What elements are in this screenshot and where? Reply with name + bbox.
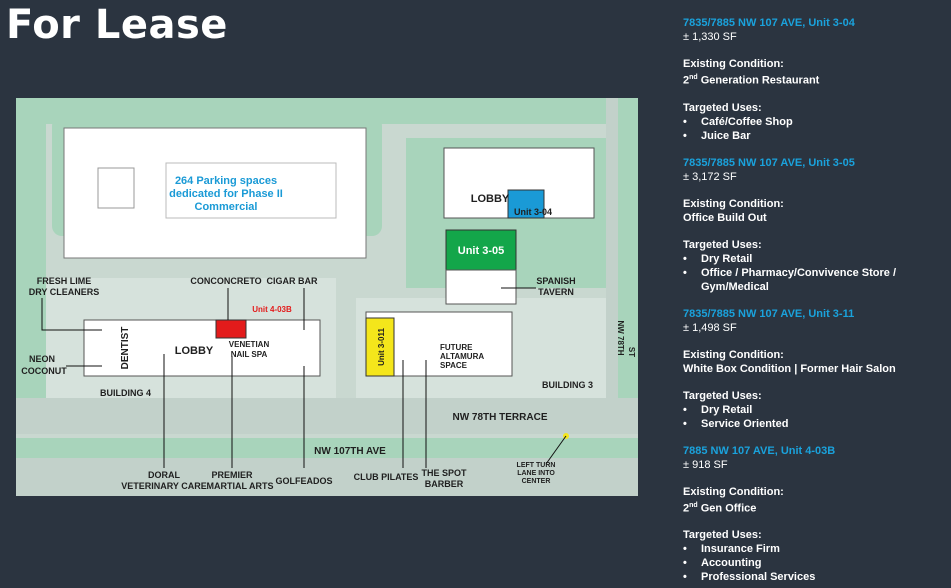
neon-1: NEON [29, 354, 55, 364]
neon-2: COCONUT [21, 366, 67, 376]
page-title: For Lease [6, 2, 228, 48]
listing-address: 7835/7885 NW 107 AVE, Unit 3-05 [683, 156, 855, 169]
listing-sf: ± 1,498 SF [683, 321, 737, 334]
lobby-bottom-label: LOBBY [175, 345, 214, 357]
uses-heading: Targeted Uses: [683, 101, 762, 114]
use-item: Café/Coffee Shop [683, 115, 945, 129]
unit-4-03b-label: Unit 4-03B [252, 305, 292, 314]
condition-heading: Existing Condition: [683, 485, 784, 498]
unit-3-05-label: Unit 3-05 [458, 245, 504, 257]
listing-3-05: 7835/7885 NW 107 AVE, Unit 3-05 ± 3,172 … [683, 156, 945, 294]
listing-panel: 7835/7885 NW 107 AVE, Unit 3-04 ± 1,330 … [683, 16, 945, 584]
listing-address: 7835/7885 NW 107 AVE, Unit 3-04 [683, 17, 855, 29]
uses-heading: Targeted Uses: [683, 529, 762, 542]
use-item: Office / Pharmacy/Convivence Store / Gym… [683, 266, 945, 294]
spot-1: THE SPOT [421, 468, 467, 478]
uses-heading: Targeted Uses: [683, 389, 762, 402]
use-item: Dry Retail [683, 252, 945, 266]
grass-left [16, 98, 46, 398]
left-turn-1: LEFT TURN [517, 462, 556, 469]
future-1: FUTURE [440, 343, 473, 352]
unit-3-04[interactable] [507, 189, 545, 219]
premier-2: MARTIAL ARTS [207, 481, 274, 491]
premier-1: PREMIER [211, 470, 253, 480]
cigar-bar-label: CIGAR BAR [267, 276, 318, 286]
parking-label-2: dedicated for Phase II [169, 188, 283, 200]
median [16, 438, 638, 458]
condition-value: 2nd Generation Restaurant [683, 74, 820, 87]
building-3-label: BUILDING 3 [542, 380, 593, 390]
condition-heading: Existing Condition: [683, 348, 784, 361]
golfeados-label: GOLFEADOS [275, 476, 332, 486]
venetian-2: NAIL SPA [231, 350, 268, 359]
listing-sf: ± 3,172 SF [683, 170, 737, 183]
site-plan-map: 264 Parking spaces dedicated for Phase I… [16, 98, 638, 496]
condition-value: Office Build Out [683, 211, 767, 224]
garage-inner [165, 162, 337, 219]
unit-4-03b[interactable] [215, 319, 247, 339]
lobby-top-label: LOBBY [471, 193, 510, 205]
use-item: Accounting [683, 556, 945, 570]
parking-label-3: Commercial [195, 201, 258, 213]
uses-list: Dry Retail Service Oriented [683, 403, 945, 431]
nw107: NW 107TH AVE [314, 446, 386, 457]
nw78-terrace: NW 78TH TERRACE [452, 412, 547, 423]
listing-4-03b: 7885 NW 107 AVE, Unit 4-03B ± 918 SF Exi… [683, 444, 945, 585]
spanish-tavern-2: TAVERN [538, 287, 574, 297]
uses-list: Café/Coffee Shop Juice Bar [683, 115, 945, 143]
leader-left-turn [545, 435, 567, 465]
left-turn-3: CENTER [522, 478, 551, 485]
spanish-tavern-unit [445, 269, 517, 305]
nw78st-1: NW 78TH [616, 320, 625, 355]
condition-value: White Box Condition | Former Hair Salon [683, 362, 896, 375]
nw78st-2: ST [627, 347, 636, 357]
road-78st [606, 98, 618, 398]
uses-list: Insurance Firm Accounting Professional S… [683, 542, 945, 584]
doral-1: DORAL [148, 470, 180, 480]
building-4 [83, 319, 321, 377]
dentist-label: DENTIST [120, 327, 131, 370]
use-item: Insurance Firm [683, 542, 945, 556]
listing-sf: ± 918 SF [683, 458, 728, 471]
future-2: ALTAMURA [440, 352, 484, 361]
club-pilates-label: CLUB PILATES [354, 472, 419, 482]
listing-3-11: 7835/7885 NW 107 AVE, Unit 3-11 ± 1,498 … [683, 307, 945, 431]
use-item: Service Oriented [683, 417, 945, 431]
leader-fresh-lime [41, 298, 102, 331]
unit-3-011-label: Unit 3-011 [377, 328, 386, 366]
site-plan-svg: 264 Parking spaces dedicated for Phase I… [16, 98, 638, 496]
unit-3-04-label: Unit 3-04 [514, 207, 552, 217]
unit-3-011[interactable] [365, 317, 395, 377]
uses-heading: Targeted Uses: [683, 238, 762, 251]
building-4-label: BUILDING 4 [100, 388, 151, 398]
garage-ramp [97, 167, 135, 209]
uses-list: Dry Retail Office / Pharmacy/Convivence … [683, 252, 945, 294]
spot-2: BARBER [425, 479, 464, 489]
condition-value: 2nd Gen Office [683, 501, 757, 515]
listing-address: 7835/7885 NW 107 AVE, Unit 3-11 [683, 307, 855, 320]
left-turn-2: LANE INTO [517, 470, 555, 477]
listing-3-04: 7835/7885 NW 107 AVE, Unit 3-04 ± 1,330 … [683, 16, 945, 143]
road-78th [16, 398, 638, 434]
spanish-tavern-1: SPANISH [536, 276, 575, 286]
use-item: Professional Services [683, 570, 945, 584]
road-107th [16, 458, 638, 496]
listing-sf: ± 1,330 SF [683, 31, 737, 43]
use-item: Dry Retail [683, 403, 945, 417]
parking-garage [63, 127, 367, 259]
conconcreto-label: CONCONCRETO [190, 276, 261, 286]
future-3: SPACE [440, 361, 468, 370]
fresh-lime-2: DRY CLEANERS [29, 287, 100, 297]
doral-2: VETERINARY CARE [121, 481, 207, 491]
listing-address: 7885 NW 107 AVE, Unit 4-03B [683, 444, 836, 457]
parking-label-1: 264 Parking spaces [175, 175, 277, 187]
fresh-lime-1: FRESH LIME [37, 276, 92, 286]
condition-heading: Existing Condition: [683, 58, 784, 70]
condition-heading: Existing Condition: [683, 197, 784, 210]
use-item: Juice Bar [683, 129, 945, 143]
venetian-1: VENETIAN [229, 340, 270, 349]
